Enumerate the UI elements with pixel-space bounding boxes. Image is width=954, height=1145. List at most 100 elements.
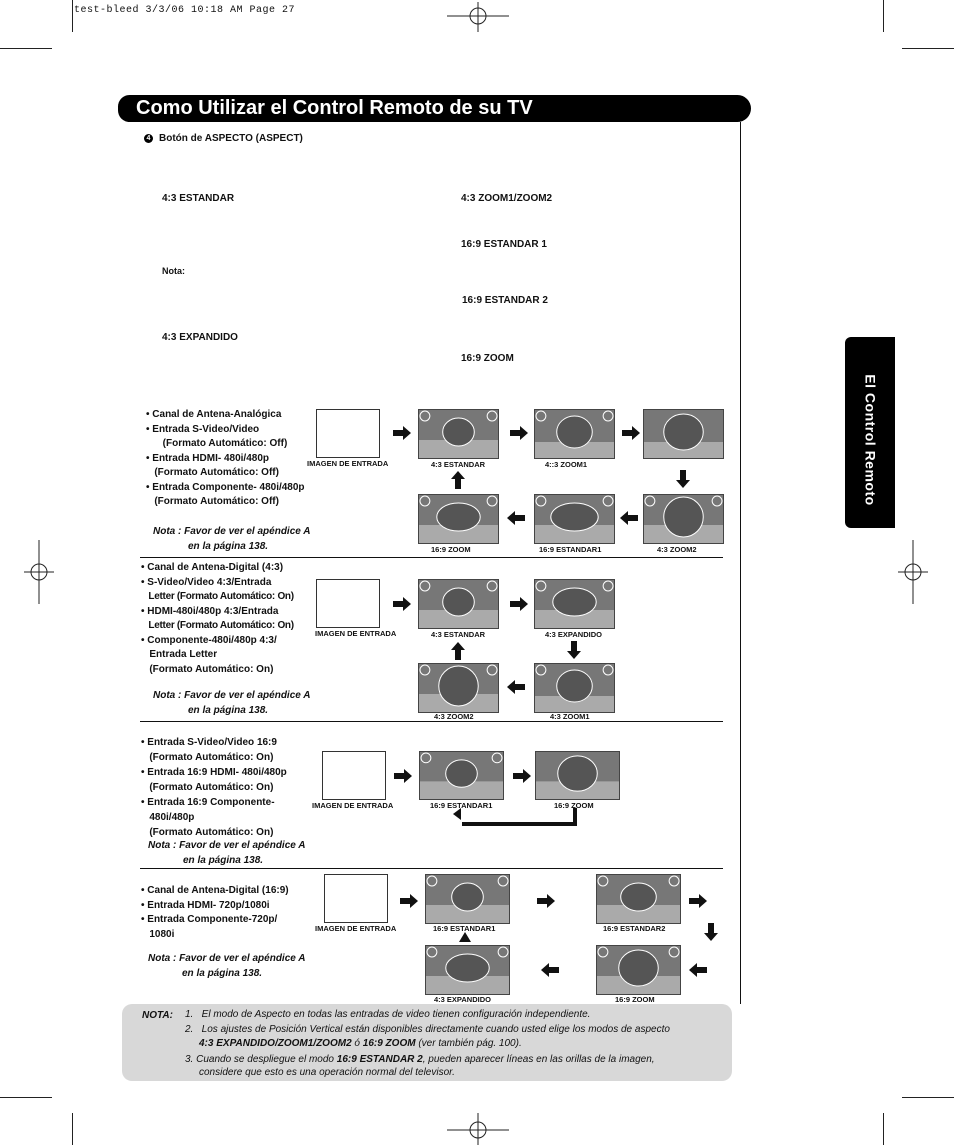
side-tab-label: El Control Remoto <box>862 374 879 506</box>
heading-text: Botón de ASPECTO (ASPECT) <box>159 133 303 144</box>
thumbnail <box>596 945 681 995</box>
nota-label: Nota: <box>162 266 185 276</box>
page-title: Como Utilizar el Control Remoto de su TV <box>136 97 533 119</box>
section-divider <box>140 868 723 869</box>
caption: 4:3 EXPANDIDO <box>545 630 602 639</box>
arrow-right-icon <box>513 769 531 783</box>
input-item: Letter (Formato Automático: On) <box>141 620 294 631</box>
thumbnail <box>534 663 615 713</box>
caption: 4:3 ESTANDAR <box>431 460 486 469</box>
caption: IMAGEN DE ENTRADA <box>312 801 394 810</box>
caption: 16:9 ESTANDAR1 <box>539 545 602 554</box>
mode-label: 4:3 ESTANDAR <box>162 193 235 204</box>
thumbnail <box>418 579 499 629</box>
input-item: (Formato Automático: On) <box>141 782 274 793</box>
crop-mark <box>883 0 884 32</box>
thumbnail <box>425 945 510 995</box>
input-item: • Entrada 16:9 Componente- <box>141 797 275 808</box>
side-tab: El Control Remoto <box>845 337 895 528</box>
mode-ref: 16:9 ESTANDAR 2 <box>336 1054 423 1065</box>
thumbnail <box>596 874 681 924</box>
note-line: 3. Cuando se despliegue el modo 16:9 EST… <box>185 1054 655 1065</box>
input-item: • Entrada 16:9 HDMI- 480i/480p <box>141 767 287 778</box>
thumbnail <box>419 751 504 800</box>
input-item: (Formato Automático: On) <box>141 663 274 675</box>
notes-box: NOTA: 1. El modo de Aspecto en todas las… <box>122 1004 732 1081</box>
registration-mark-icon <box>447 2 509 32</box>
mode-label: 16:9 ESTANDAR 1 <box>461 239 547 250</box>
input-list: • Canal de Antena-Analógica • Entrada S-… <box>146 408 305 510</box>
input-item: (Formato Automático: On) <box>141 827 274 838</box>
thumbnail <box>534 409 615 459</box>
section-heading: 4 Botón de ASPECTO (ASPECT) <box>144 133 303 144</box>
arrow-down-icon <box>704 923 718 941</box>
thumbnail <box>535 751 620 800</box>
thumbnail <box>418 663 499 713</box>
arrow-left-icon <box>507 511 525 525</box>
caption: 4:3 ZOOM2 <box>657 545 697 554</box>
caption: IMAGEN DE ENTRADA <box>307 459 389 468</box>
note-line: 4:3 EXPANDIDO/ZOOM1/ZOOM2 ó 16:9 ZOOM (v… <box>199 1038 522 1049</box>
note: Nota : Favor de ver el apéndice A <box>148 840 306 851</box>
crop-mark <box>0 48 52 49</box>
printer-slug: test-bleed 3/3/06 10:18 AM Page 27 <box>74 5 296 16</box>
arrow-right-icon <box>537 894 555 908</box>
caption: 4:3 EXPANDIDO <box>434 995 491 1004</box>
arrow-up-icon <box>451 642 465 660</box>
thumbnail <box>425 874 510 924</box>
note: en la página 138. <box>183 855 264 866</box>
input-item: (Formato Automático: On) <box>141 752 274 763</box>
input-image-box <box>322 751 386 800</box>
arrow-right-icon <box>393 597 411 611</box>
separator: / <box>313 1038 317 1049</box>
mode-label: 4:3 EXPANDIDO <box>162 332 238 343</box>
arrow-right-icon <box>400 894 418 908</box>
input-item: 480i/480p <box>141 812 195 823</box>
arrow-left-icon <box>689 963 707 977</box>
input-item: • Entrada S-Video/Video <box>146 423 260 435</box>
note-line: 1. El modo de Aspecto en todas las entra… <box>185 1009 591 1020</box>
input-list: • Canal de Antena-Digital (4:3) • S-Vide… <box>141 561 294 677</box>
caption: 4::3 ZOOM1 <box>545 460 588 469</box>
arrow-right-icon <box>622 426 640 440</box>
input-item: • Entrada Componente-720p/ <box>141 914 278 925</box>
thumbnail <box>643 494 724 544</box>
input-item: Letter (Formato Automático: On) <box>141 591 294 602</box>
conjunction: ó <box>351 1038 363 1049</box>
input-image-box <box>316 579 380 628</box>
input-list: • Canal de Antena-Digital (16:9) • Entra… <box>141 884 289 942</box>
registration-mark-icon <box>24 540 54 604</box>
mode-ref: 16:9 ZOOM <box>362 1038 416 1049</box>
input-item: • Canal de Antena-Digital (16:9) <box>141 885 289 896</box>
note-text: 3. Cuando se despliegue el modo <box>185 1054 337 1065</box>
mode-ref: 4:3 EXPANDIDO <box>199 1038 275 1049</box>
notes-label: NOTA: <box>142 1010 173 1021</box>
input-image-box <box>324 874 388 923</box>
arrow-left-icon <box>507 680 525 694</box>
section-divider <box>140 721 723 722</box>
item-number-badge: 4 <box>144 133 153 143</box>
arrow-right-icon <box>510 597 528 611</box>
crop-mark <box>72 1113 73 1145</box>
caption: IMAGEN DE ENTRADA <box>315 924 397 933</box>
arrow-right-icon <box>394 769 412 783</box>
crop-mark <box>72 0 73 32</box>
mode-label: 4:3 ZOOM1/ZOOM2 <box>461 193 553 204</box>
note-line: 2. Los ajustes de Posición Vertical está… <box>185 1024 670 1035</box>
section-divider <box>140 557 723 558</box>
mode-ref: ZOOM2 <box>316 1038 352 1049</box>
return-arrow-icon <box>453 808 577 826</box>
mode-ref: ZOOM1 <box>277 1038 314 1049</box>
caption: 16:9 ESTANDAR1 <box>433 924 496 933</box>
input-item: (Formato Automático: Off) <box>146 496 279 507</box>
input-item: • Entrada HDMI- 720p/1080i <box>141 899 270 911</box>
page-title-bar: Como Utilizar el Control Remoto de su TV <box>118 95 751 122</box>
note-text: , pueden aparecer líneas en las orillas … <box>422 1054 655 1065</box>
input-item: Entrada Letter <box>141 649 218 660</box>
input-list: • Entrada S-Video/Video 16:9 (Formato Au… <box>141 735 287 840</box>
caption: 16:9 ZOOM <box>554 801 594 810</box>
note: en la página 138. <box>188 541 269 552</box>
caption: 4:3 ZOOM2 <box>434 712 474 721</box>
registration-mark-icon <box>447 1113 509 1145</box>
arrow-left-icon <box>541 963 559 977</box>
